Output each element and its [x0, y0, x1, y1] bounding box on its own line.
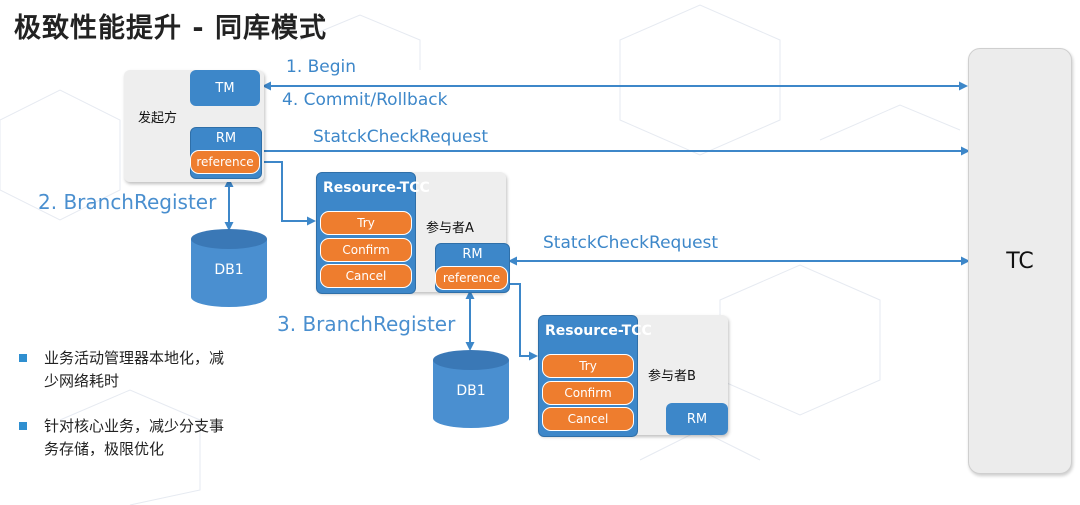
- bullet-square-icon: [19, 354, 27, 362]
- tm-label: TM: [215, 80, 235, 96]
- branch-register-label-2: 3. BranchRegister: [277, 312, 456, 336]
- bullet-1-line2: 少网络耗时: [44, 372, 120, 390]
- initiator-rm-label: RM: [215, 131, 237, 146]
- bullet-2-line1: 针对核心业务，减少分支事: [44, 417, 225, 435]
- reference-to-resource-b: [507, 283, 538, 361]
- bullet-square-icon: [19, 422, 27, 430]
- stack-request-label-1: StatckCheckRequest: [313, 127, 489, 147]
- bullet-item: 业务活动管理器本地化，减 少网络耗时: [18, 347, 288, 393]
- reference-to-resource-a: [263, 161, 316, 226]
- begin-label: 1. Begin: [286, 57, 357, 77]
- db2-label: DB1: [456, 383, 486, 399]
- stack-request-label-2: StatckCheckRequest: [543, 233, 719, 253]
- tc-box: TC: [968, 48, 1072, 474]
- db1-label: DB1: [214, 262, 244, 278]
- participant-a-resource-tcc: Resource-TCC Try Confirm Cancel: [316, 172, 430, 294]
- participant-a-reference-pill: reference: [435, 266, 508, 290]
- initiator-reference-pill: reference: [190, 150, 260, 174]
- participant-a-cancel: Cancel: [320, 264, 412, 288]
- bullet-list: 业务活动管理器本地化，减 少网络耗时 针对核心业务，减少分支事 务存储，极限优化: [18, 347, 288, 461]
- participant-b-confirm: Confirm: [542, 381, 634, 405]
- initiator-label: 发起方: [138, 111, 178, 126]
- participant-a-rm-box: RM reference: [435, 243, 510, 293]
- participant-b-try: Try: [542, 354, 634, 378]
- participant-a-label: 参与者A: [426, 221, 474, 236]
- slide-title: 极致性能提升 - 同库模式: [14, 13, 328, 44]
- initiator-panel: 发起方 TM RM reference: [124, 70, 264, 182]
- participant-b-rm-label: RM: [686, 411, 708, 427]
- participant-b-label: 参与者B: [648, 369, 696, 384]
- tm-box: TM: [190, 70, 260, 106]
- participant-b-rm-box: RM: [666, 403, 728, 435]
- branch-register-label-1: 2. BranchRegister: [38, 190, 217, 214]
- participant-b-resource-label: Resource-TCC: [545, 323, 652, 339]
- participant-a-confirm: Confirm: [320, 238, 412, 262]
- bullet-1-line1: 业务活动管理器本地化，减: [44, 349, 225, 367]
- commit-rollback-label: 4. Commit/Rollback: [282, 90, 448, 110]
- participant-b-resource-tcc: Resource-TCC Try Confirm Cancel: [538, 315, 652, 437]
- initiator-rm-box: RM reference: [190, 127, 262, 179]
- db1-cylinder: DB1: [191, 229, 267, 307]
- bullet-2-line2: 务存储，极限优化: [44, 440, 165, 458]
- db2-cylinder: DB1: [433, 350, 509, 428]
- participant-a-rm-label: RM: [462, 247, 483, 262]
- participant-a-resource-label: Resource-TCC: [323, 180, 430, 196]
- participant-b-panel: Resource-TCC Try Confirm Cancel 参与者B RM: [538, 315, 728, 437]
- participant-b-cancel: Cancel: [542, 407, 634, 431]
- participant-a-panel: Resource-TCC Try Confirm Cancel 参与者A RM …: [316, 172, 510, 294]
- bullet-item: 针对核心业务，减少分支事 务存储，极限优化: [18, 415, 288, 461]
- tc-label: TC: [1006, 248, 1034, 274]
- participant-a-try: Try: [320, 211, 412, 235]
